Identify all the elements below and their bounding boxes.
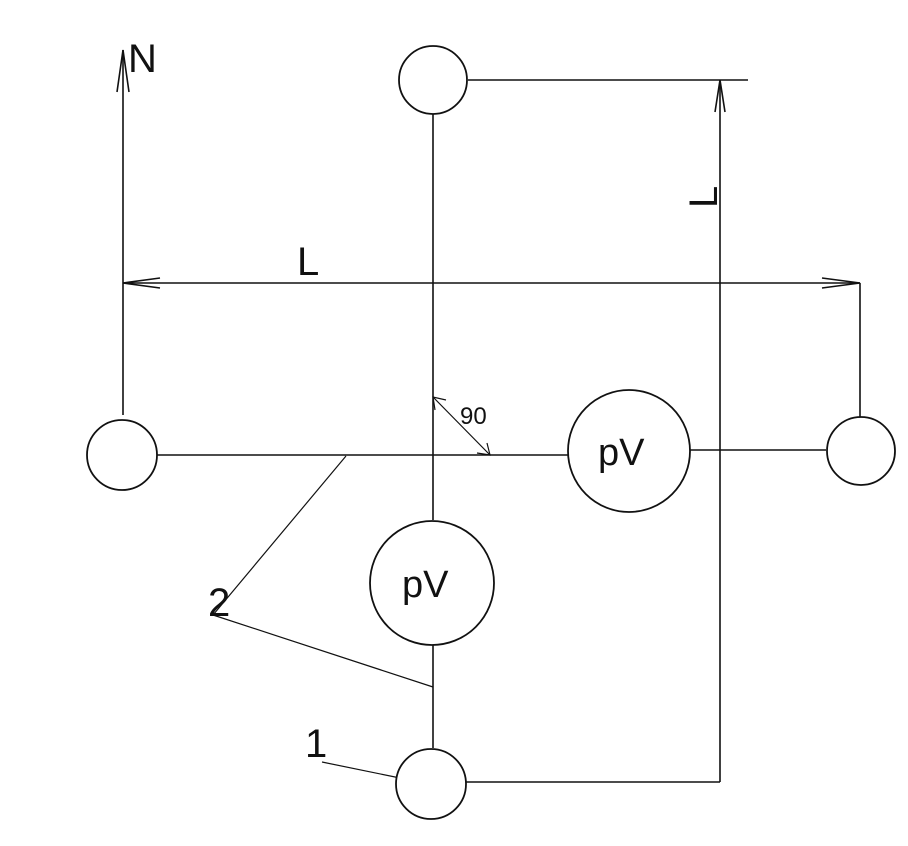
angle-label: 90 [460,403,487,430]
north-label: N [128,37,157,81]
vertical-dimension [466,79,748,783]
sensor-lower [369,520,495,646]
callout-2-leaders [212,455,434,688]
angle-indicator [432,396,491,456]
horizontal-pipe [157,449,826,456]
top-well-circle [398,45,468,115]
callout-1-label: 1 [305,722,327,766]
sensor-lower-label: pV [402,564,449,606]
vertical-length-label: L [682,186,726,208]
sensor-right [567,389,691,513]
north-arrow [116,49,130,415]
horizontal-dimension [122,277,861,418]
left-well-circle [86,419,158,491]
right-well-circle [826,416,896,486]
bottom-well-circle [395,748,467,820]
horizontal-length-label: L [297,240,319,284]
callout-1-leader [321,761,401,779]
callout-2-label: 2 [208,581,230,625]
sensor-right-label: pV [598,432,645,474]
